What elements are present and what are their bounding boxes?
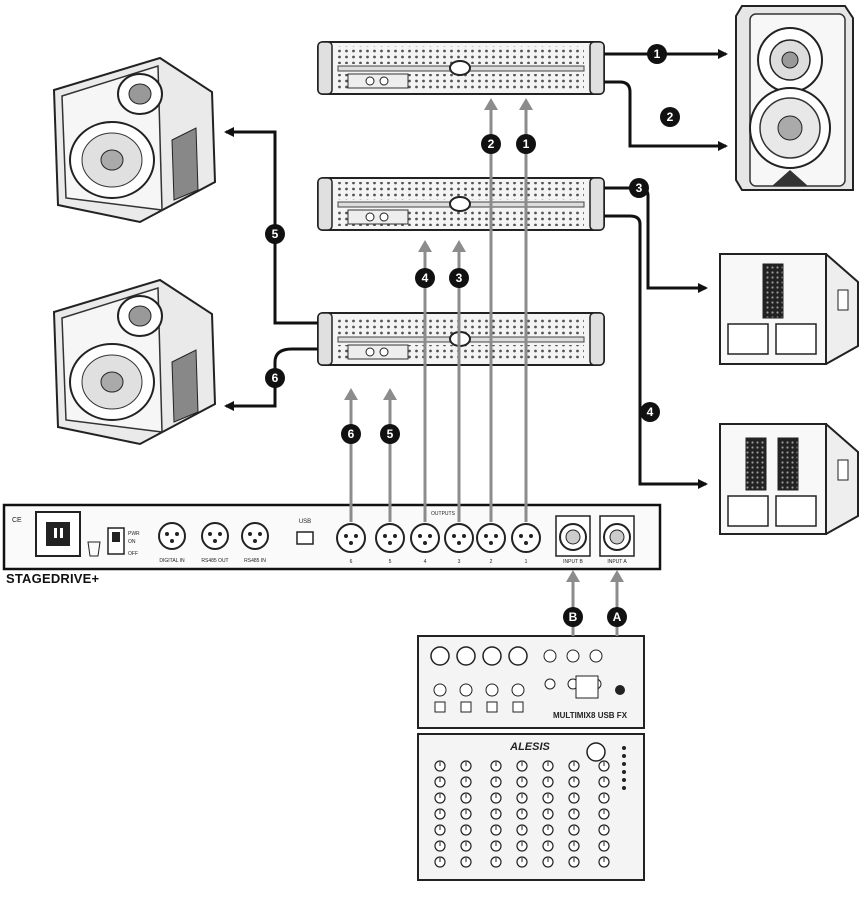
badge-2-amp-in: 2 [481,134,501,154]
signal-arrow-out1 [519,98,533,522]
pwr-label: PWR [128,531,140,537]
badge-1-main-out: 1 [647,44,667,64]
signal-arrow-out5 [383,388,397,522]
input-a-label: INPUT A [607,559,627,565]
badge-b-input: B [563,607,583,627]
on-label: ON [128,539,136,545]
signal-arrow-out2 [484,98,498,522]
mixer-brand-label: ALESIS [509,741,550,753]
signal-arrow-out6 [344,388,358,522]
floor-monitor-upper [54,58,215,222]
svg-text:5: 5 [272,227,279,241]
output-number-label: 3 [458,559,461,565]
mixer-model-label: MULTIMIX8 USB FX [553,711,628,720]
badge-1-amp-in: 1 [516,134,536,154]
digital-in-connector[interactable] [159,523,185,549]
svg-text:B: B [569,610,578,624]
rs485-in-label: RS485 IN [244,558,266,564]
svg-text:4: 4 [422,271,429,285]
svg-text:2: 2 [488,137,495,151]
output-number-label: 1 [525,559,528,565]
badge-6-amp-in: 6 [341,424,361,444]
output-number-label: 4 [424,559,427,565]
svg-text:1: 1 [654,47,661,61]
mixer: MULTIMIX8 USB FX ALESIS [418,636,644,880]
badge-4-sub-out: 4 [640,402,660,422]
floor-monitor-lower [54,280,215,444]
badge-3-sub-out: 3 [629,178,649,198]
svg-text:1: 1 [523,137,530,151]
mixer-top-panel [418,734,644,880]
svg-text:5: 5 [387,427,394,441]
subwoofer-single [720,254,858,364]
off-label: OFF [128,551,138,557]
badge-3-amp-in: 3 [449,268,469,288]
digital-in-label: DIGITAL IN [159,558,185,564]
svg-text:A: A [613,610,622,624]
badge-5-monitor-out: 5 [265,224,285,244]
rs485-in-connector[interactable] [242,523,268,549]
badge-5-amp-in: 5 [380,424,400,444]
device-name-label: STAGEDRIVE+ [6,571,99,586]
svg-text:4: 4 [647,405,654,419]
badge-2-main-out: 2 [660,107,680,127]
badge-a-input: A [607,607,627,627]
amplifier-bottom [318,313,604,365]
svg-text:2: 2 [667,110,674,124]
input-b-label: INPUT B [563,559,583,565]
usb-port[interactable] [297,532,313,544]
svg-text:6: 6 [272,371,279,385]
amplifier-top [318,42,604,94]
output-number-label: 5 [389,559,392,565]
rs485-out-label: RS485 OUT [201,558,228,564]
subwoofer-double [720,424,858,534]
svg-text:6: 6 [348,427,355,441]
svg-text:3: 3 [456,271,463,285]
stagedrive-unit: CE PWR ON OFF DIGITAL IN RS485 OUT RS485… [4,505,660,569]
output-number-label: 6 [350,559,353,565]
amplifier-middle [318,178,604,230]
output-number-label: 2 [490,559,493,565]
outputs-header: OUTPUTS [431,511,456,517]
ce-mark: CE [12,517,22,524]
usb-label: USB [299,519,311,525]
svg-text:3: 3 [636,181,643,195]
main-speaker [736,6,853,190]
rs485-out-connector[interactable] [202,523,228,549]
badge-4-amp-in: 4 [415,268,435,288]
badge-6-monitor-out: 6 [265,368,285,388]
